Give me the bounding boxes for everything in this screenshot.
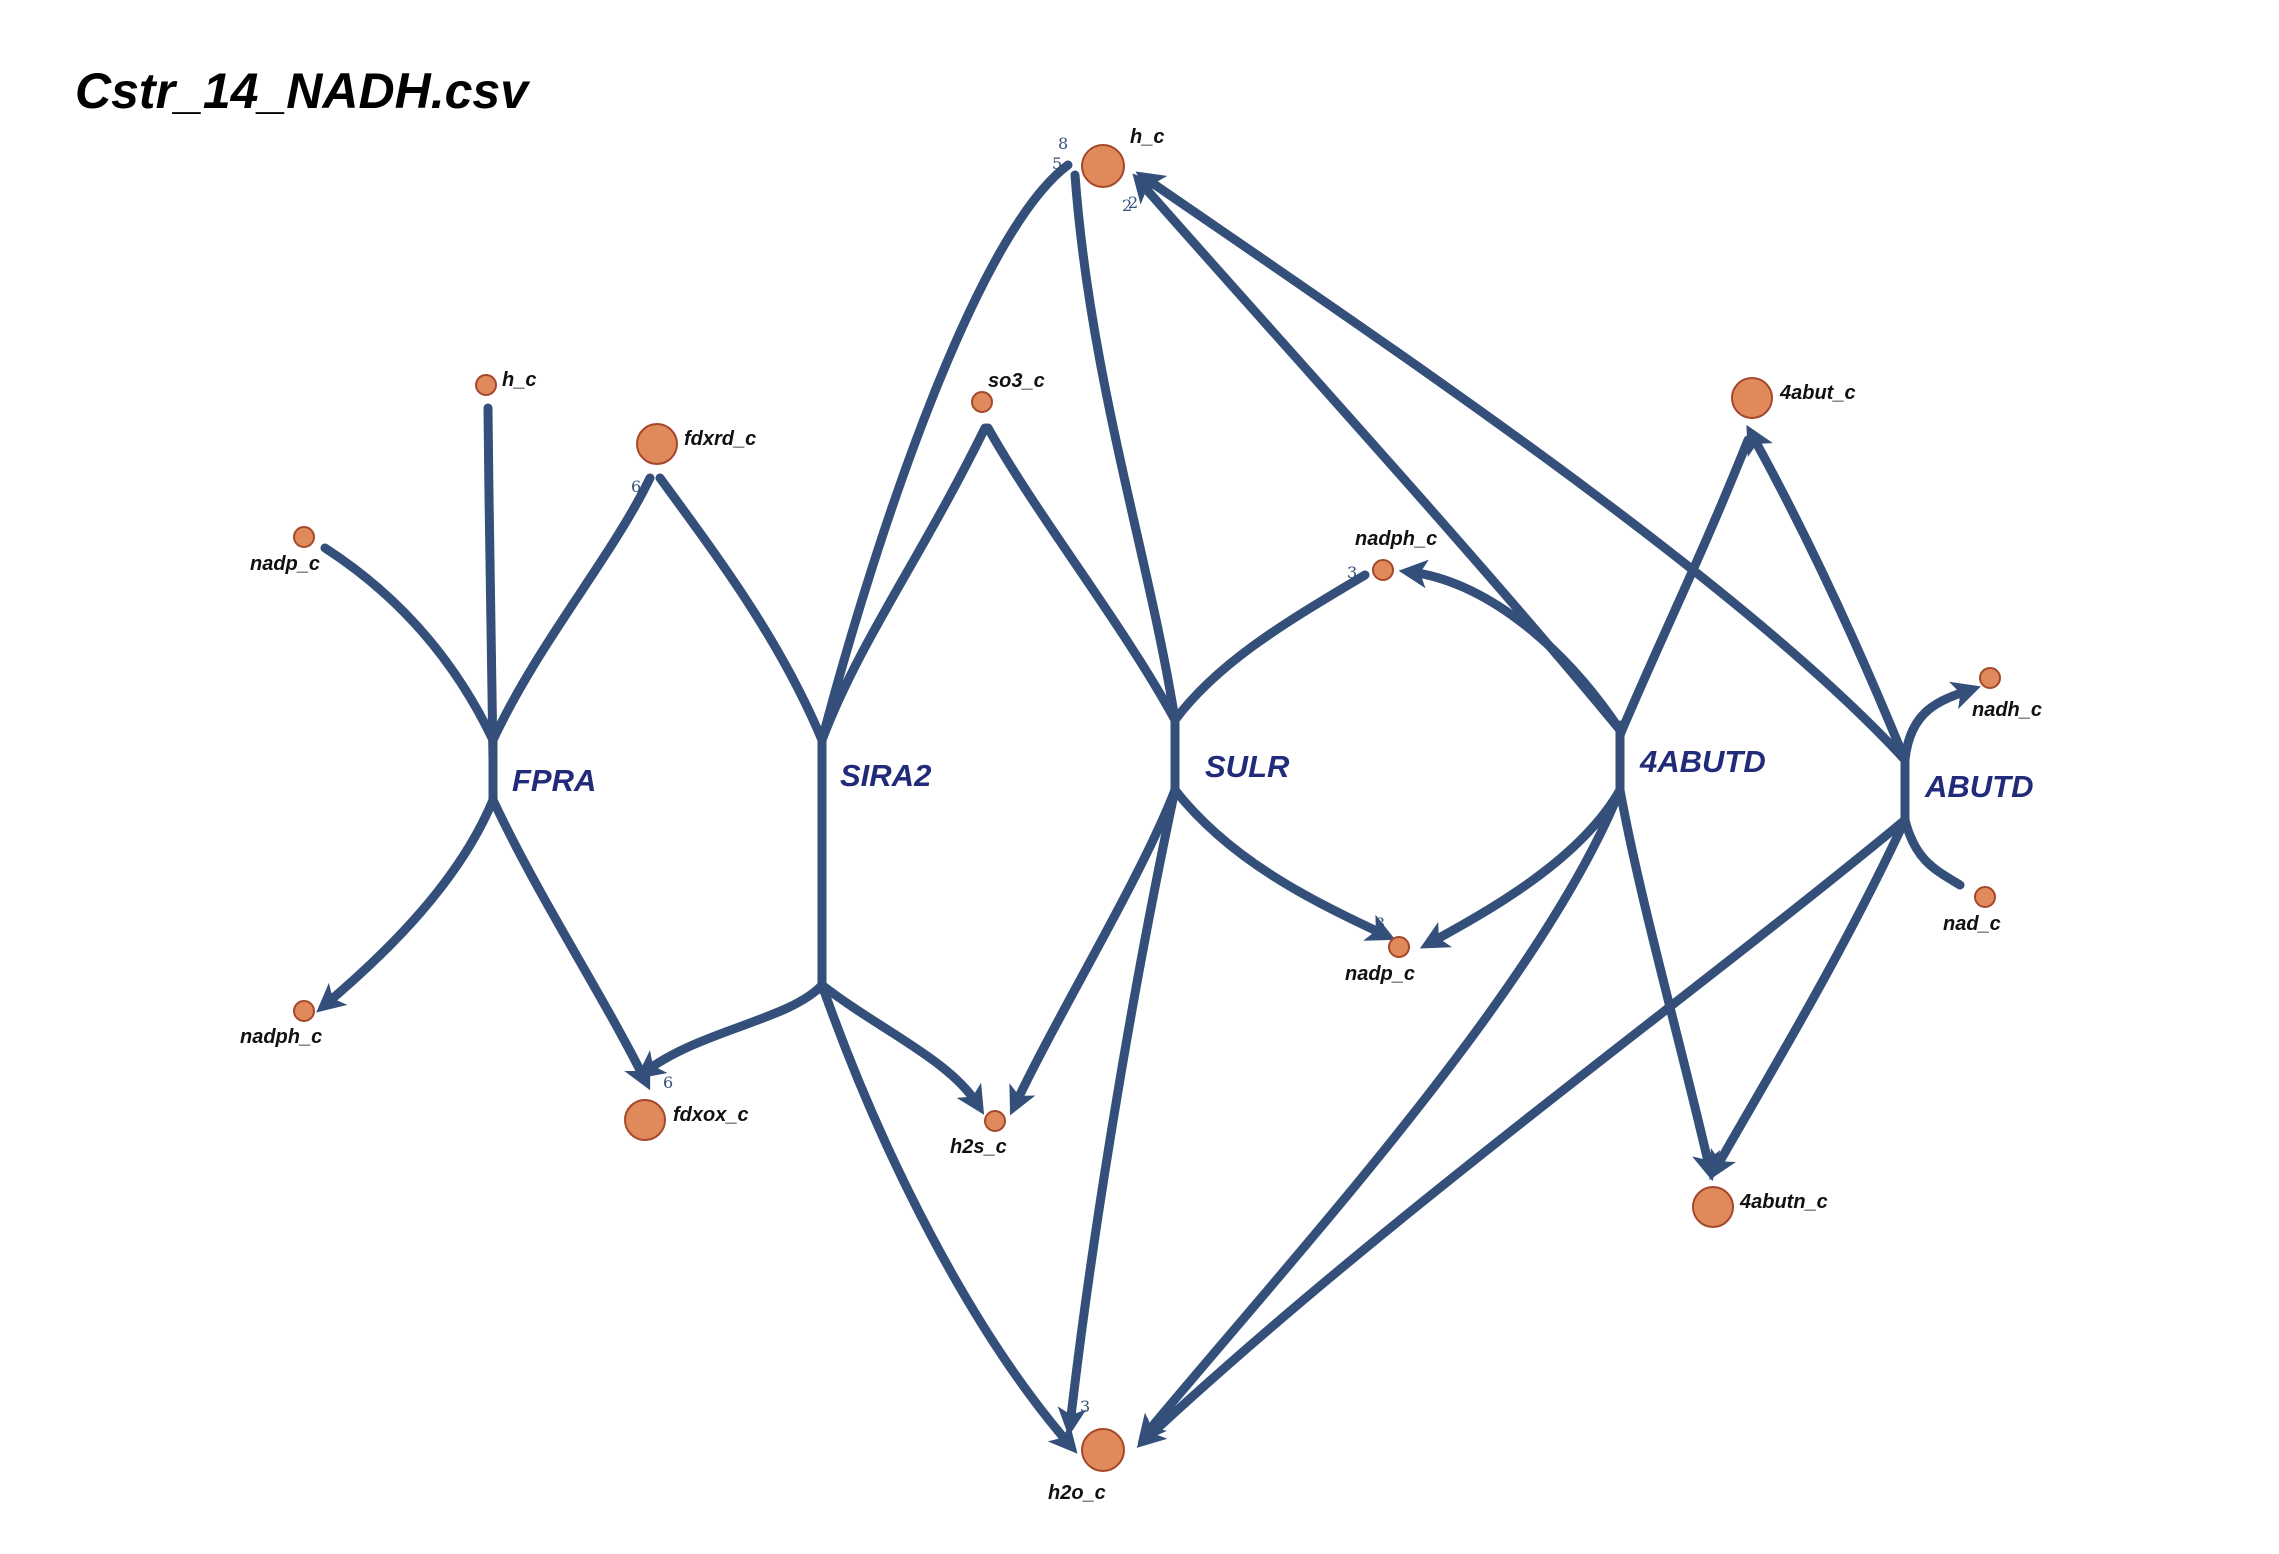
label-4abutn-c: 4abutn_c [1739, 1191, 1828, 1213]
stoich-h-top-5: 5 [1052, 154, 1062, 173]
stoich-h-top-2b: 2 [1128, 193, 1138, 212]
reaction-labels: FPRA SIRA2 SULR 4ABUTD ABUTD [512, 744, 2034, 804]
stoich-h-top-2a: 2 [1122, 196, 1132, 215]
node-nadp-c-mid[interactable] [1388, 936, 1410, 958]
metabolite-nodes [293, 144, 2001, 1472]
stoich-nadp-mid: 3 [1375, 914, 1385, 933]
edge-fpra-fdxrd [488, 473, 655, 745]
node-4abutn-c[interactable] [1692, 1186, 1734, 1228]
label-h2s-c: h2s_c [950, 1136, 1007, 1158]
edge-abutd-h2o [1136, 815, 1910, 1448]
node-nadh-c[interactable] [1979, 667, 2001, 689]
label-h2o-c: h2o_c [1048, 1482, 1106, 1504]
edge-fpra-nadp [320, 543, 498, 745]
label-nadh-c: nadh_c [1972, 699, 2042, 721]
edge-sira2-so3 [817, 423, 990, 745]
node-nadph-c-mid[interactable] [1372, 559, 1394, 581]
reaction-abutd[interactable]: ABUTD [1924, 769, 2034, 804]
edge-sulr-h-top [1070, 170, 1180, 725]
node-fdxox-c[interactable] [624, 1099, 666, 1141]
edge-sulr-nadp [1170, 785, 1396, 941]
edge-abutd-nad [1900, 815, 1965, 890]
edge-abutd-nadh [1900, 681, 1981, 765]
label-nad-c: nad_c [1943, 913, 2001, 935]
reaction-fpra[interactable]: FPRA [512, 763, 596, 798]
node-nadp-c-left[interactable] [293, 526, 315, 548]
reaction-4abutd[interactable]: 4ABUTD [1639, 744, 1766, 779]
label-h-c-fpra: h_c [502, 369, 536, 391]
label-nadph-c-left: nadph_c [240, 1026, 322, 1048]
node-so3-c[interactable] [971, 391, 993, 413]
label-nadp-c-mid: nadp_c [1345, 963, 1415, 985]
label-4abut-c: 4abut_c [1779, 382, 1856, 404]
edge-sulr-so3 [983, 423, 1180, 725]
edge-abutd-4abut [1746, 424, 1910, 765]
node-nad-c[interactable] [1974, 886, 1996, 908]
stoich-nadph-mid: 3 [1347, 563, 1357, 582]
edge-sira2-h2s [817, 980, 985, 1115]
stoichiometry-labels: 6 6 8 5 2 2 3 3 3 [631, 134, 1385, 1416]
node-h-c-top[interactable] [1081, 144, 1125, 188]
node-4abut-c[interactable] [1731, 377, 1773, 419]
edge-abutd-h-top [1135, 171, 1910, 765]
label-fdxox-c: fdxox_c [673, 1104, 749, 1126]
edge-4abutd-4abut [1615, 435, 1753, 740]
node-fdxrd-c[interactable] [636, 423, 678, 465]
node-h2s-c[interactable] [984, 1110, 1006, 1132]
edge-fpra-nadph [316, 795, 498, 1013]
edge-4abutd-h2o [1137, 785, 1625, 1444]
edge-4abutd-nadph [1398, 559, 1625, 735]
edge-sira2-fdxrd [655, 473, 827, 745]
label-so3-c: so3_c [988, 370, 1045, 392]
stoich-fdxrd: 6 [631, 477, 641, 496]
edge-sira2-fdxox [635, 980, 827, 1079]
edges [316, 160, 1981, 1454]
stoich-h-top-8: 8 [1058, 134, 1068, 153]
node-h-c-fpra[interactable] [475, 374, 497, 396]
reaction-sulr[interactable]: SULR [1205, 749, 1290, 784]
stoich-h2o: 3 [1080, 1397, 1090, 1416]
edge-fpra-fdxox [488, 795, 651, 1091]
label-h-c-top: h_c [1130, 126, 1164, 148]
node-nadph-c-left[interactable] [293, 1000, 315, 1022]
edge-4abutd-4abutn [1615, 785, 1721, 1182]
diagram-title: Cstr_14_NADH.csv [75, 63, 531, 119]
label-nadp-c-left: nadp_c [250, 553, 320, 575]
edge-sira2-h-top [817, 160, 1073, 745]
stoich-fdxox: 6 [663, 1073, 673, 1092]
node-h2o-c[interactable] [1081, 1428, 1125, 1472]
edge-sulr-nadph [1170, 570, 1370, 725]
reaction-sira2[interactable]: SIRA2 [840, 758, 931, 793]
label-nadph-c-mid: nadph_c [1355, 528, 1437, 550]
edge-sira2-h2o [817, 980, 1078, 1454]
edge-sulr-h2o [1057, 785, 1180, 1437]
label-fdxrd-c: fdxrd_c [684, 428, 756, 450]
edge-4abutd-nadp [1419, 785, 1625, 949]
edge-fpra-h [483, 403, 498, 765]
edge-sulr-h2s [1009, 785, 1180, 1116]
edge-abutd-4abutn [1709, 815, 1910, 1181]
metabolite-labels: h_c fdxrd_c nadp_c nadph_c fdxox_c so3_c… [240, 126, 2042, 1504]
